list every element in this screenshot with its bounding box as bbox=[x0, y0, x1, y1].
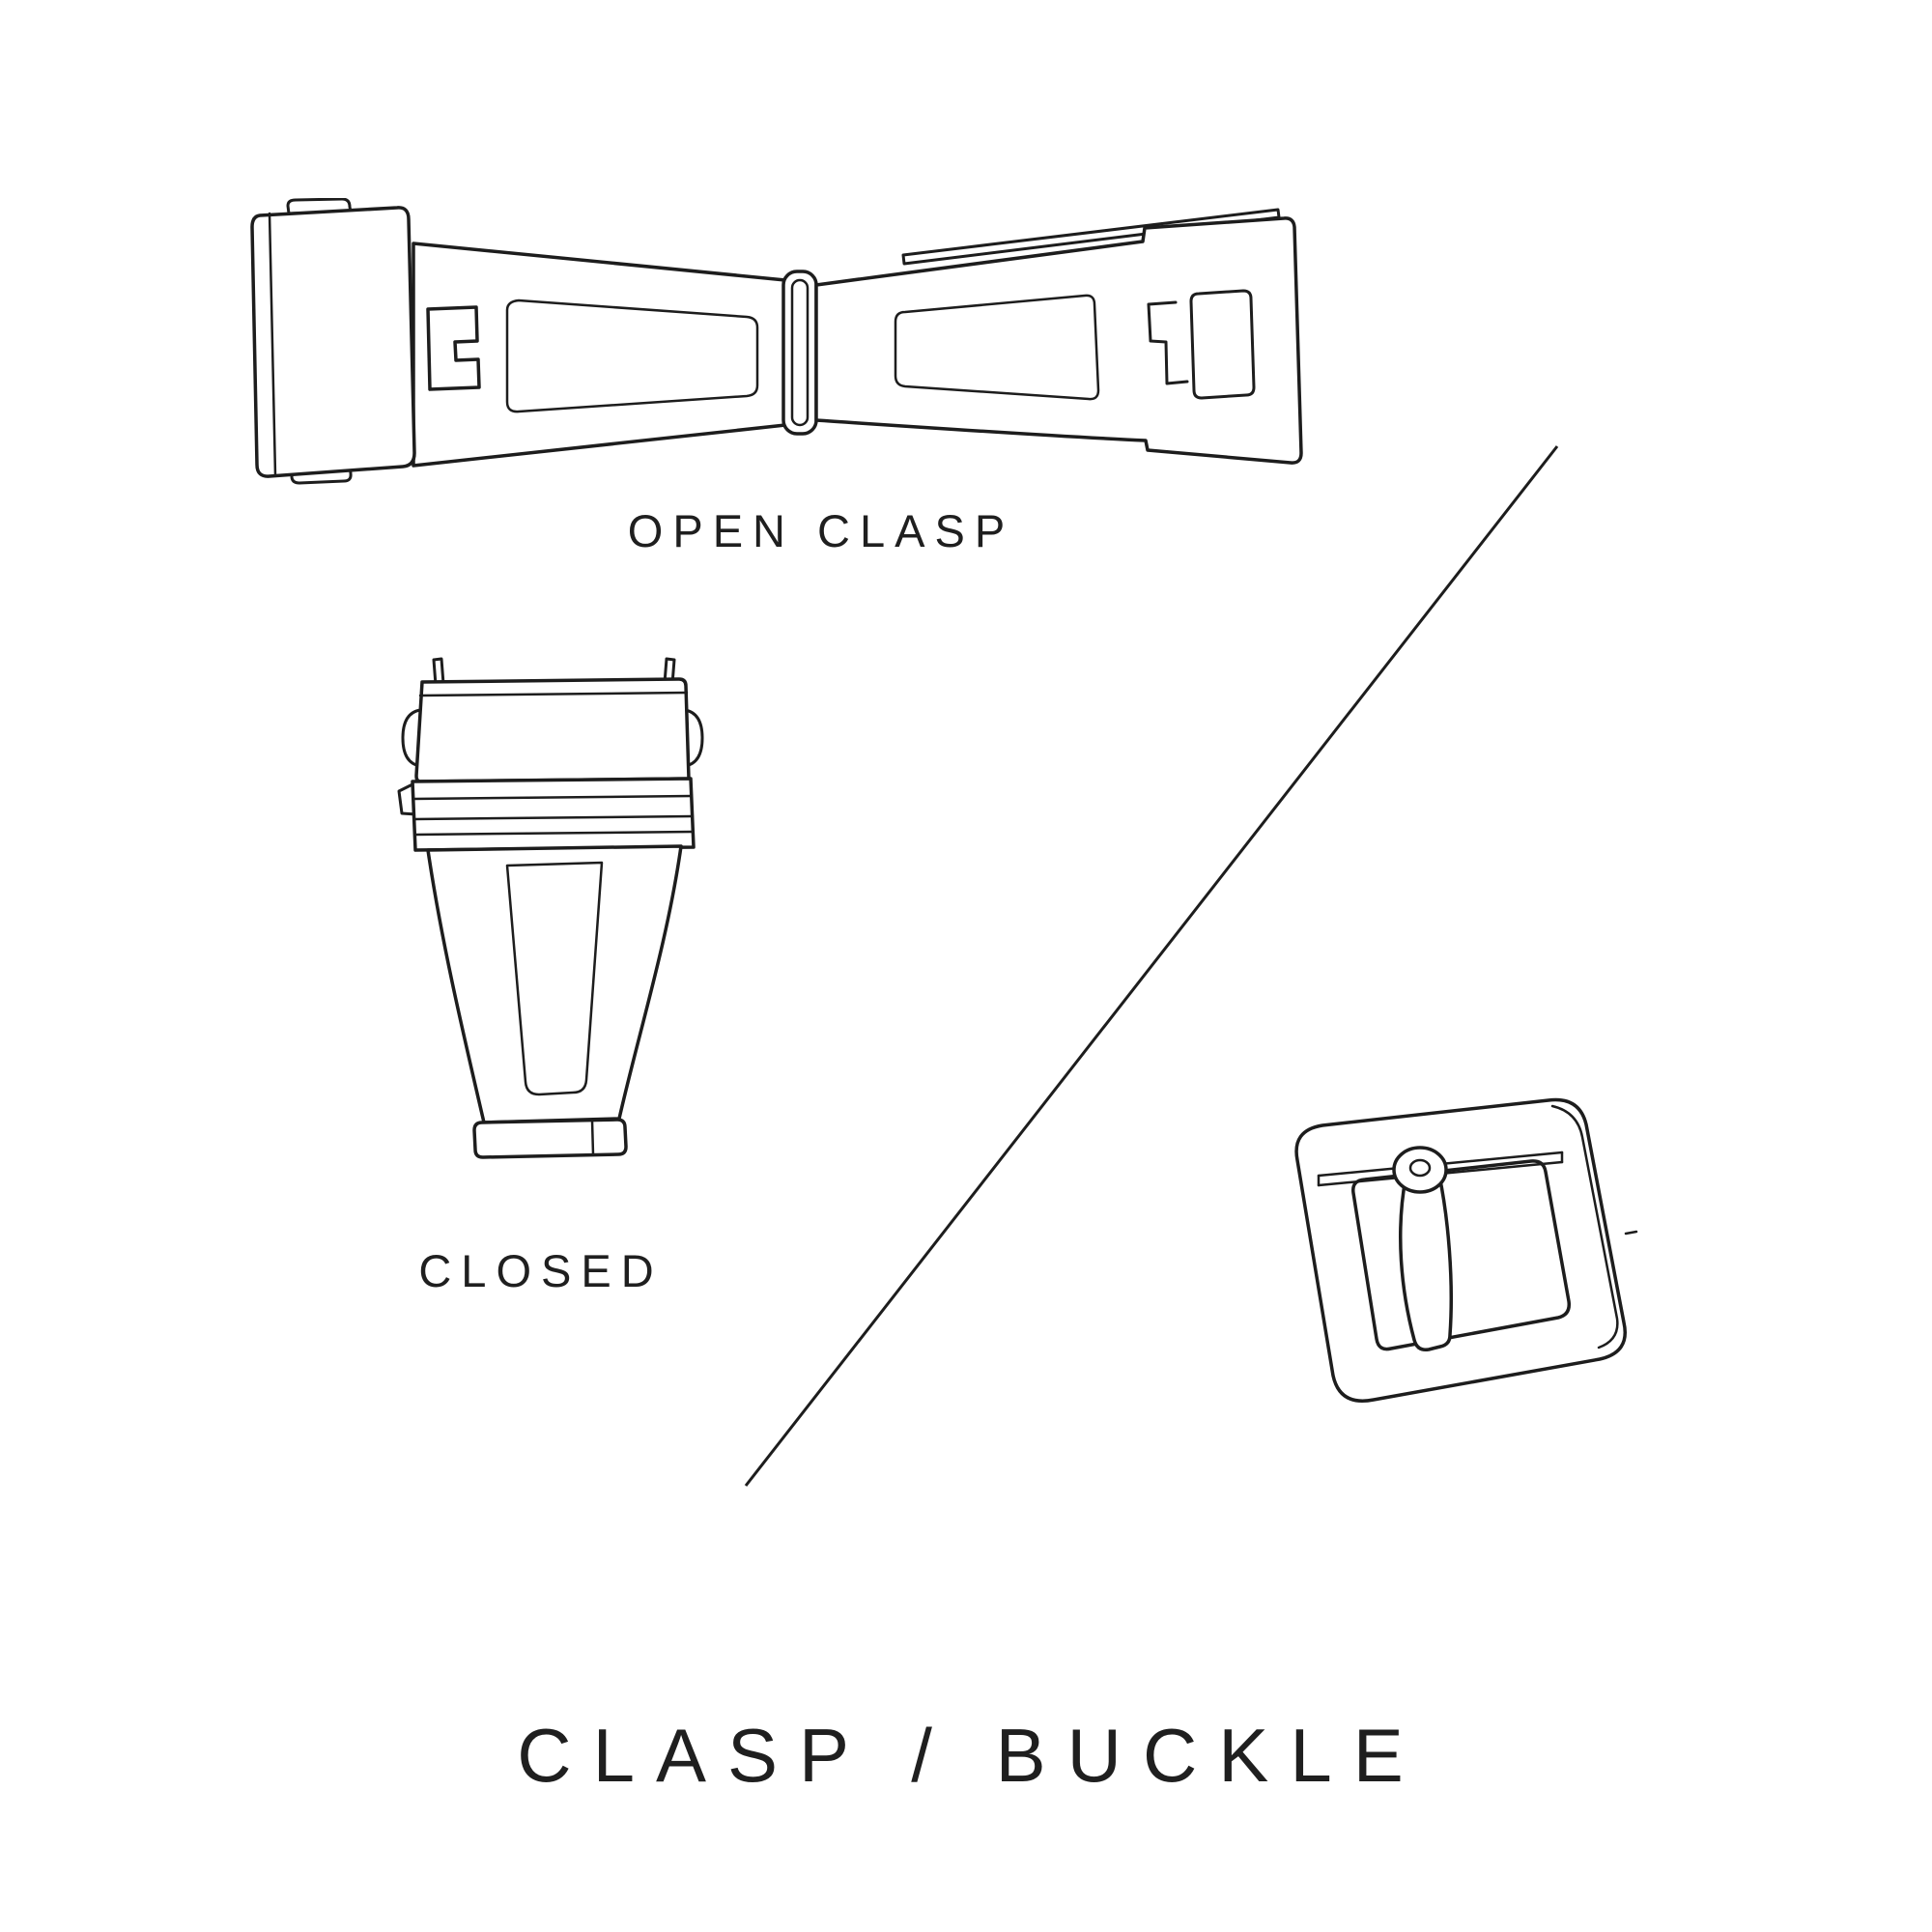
buckle-frame bbox=[1294, 1097, 1638, 1403]
closed-clasp-label: CLOSED bbox=[418, 1245, 664, 1296]
buckle-illustration bbox=[1294, 1097, 1638, 1403]
open-clasp-right-arm bbox=[814, 208, 1303, 465]
closed-clasp-body bbox=[397, 657, 704, 1159]
buckle-tang bbox=[1392, 1146, 1454, 1352]
diagram-title: CLASP / BUCKLE bbox=[517, 1713, 1425, 1798]
closed-clasp-illustration bbox=[397, 657, 704, 1159]
open-clasp-left-cover bbox=[250, 198, 416, 485]
open-clasp-hinge bbox=[781, 270, 818, 436]
open-clasp-label: OPEN CLASP bbox=[627, 505, 1015, 556]
open-clasp-left-arm bbox=[412, 242, 787, 468]
open-clasp-illustration bbox=[250, 198, 1303, 485]
